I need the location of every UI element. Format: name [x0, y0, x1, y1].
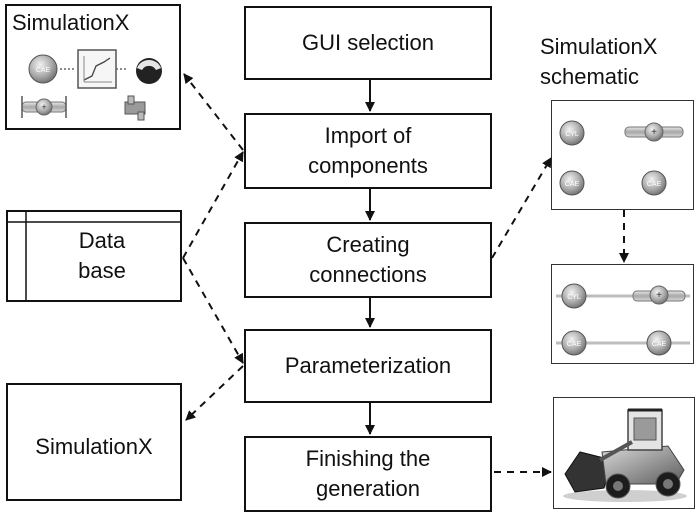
library-icons: CAE +	[21, 49, 162, 121]
cyl-component-icon	[561, 283, 587, 309]
cae-component-icon	[559, 170, 585, 196]
cae-component-icon	[561, 330, 587, 356]
step-label: Import of components	[308, 123, 428, 178]
schematic-heading: SimulationX schematic	[540, 34, 658, 89]
svg-text:+: +	[651, 127, 657, 138]
cae-component-icon	[641, 170, 667, 196]
svg-text:CAE: CAE	[565, 181, 580, 188]
step-finishing-generation: Finishing the generation	[244, 436, 492, 512]
step-label: Parameterization	[284, 353, 452, 378]
step-creating-connections: Creating connections	[244, 222, 492, 298]
cae-component-icon	[646, 330, 672, 356]
step-label: Creating connections	[309, 232, 427, 287]
simulationx-output-label: SimulationX	[35, 434, 153, 459]
cyl-component-icon	[559, 120, 585, 146]
svg-text:CAE: CAE	[36, 67, 51, 74]
database-label: Data base	[78, 228, 126, 283]
cylinder-component-icon	[124, 95, 146, 121]
step-gui-selection: GUI selection	[244, 6, 492, 80]
wheel-loader-icon	[563, 408, 687, 502]
svg-text:CAE: CAE	[567, 341, 582, 348]
step-parameterization: Parameterization	[244, 329, 492, 403]
svg-text:+: +	[41, 102, 46, 112]
database-table-lines	[6, 210, 182, 302]
arrow-database-to-param	[182, 257, 244, 364]
arrow-connect-to-schematic	[491, 157, 552, 259]
svg-text:CAE: CAE	[647, 181, 662, 188]
schematic-connected-components: CYL + CAE CAE	[556, 283, 690, 356]
step-import-components: Import of components	[244, 113, 492, 189]
step-label: GUI selection	[301, 30, 435, 55]
svg-text:CYL: CYL	[565, 131, 579, 138]
svg-text:+: +	[656, 290, 662, 301]
svg-text:CYL: CYL	[567, 294, 581, 301]
panel-title: SimulationX	[12, 10, 130, 35]
svg-text:CAE: CAE	[652, 341, 667, 348]
arrow-import-to-library	[183, 73, 244, 151]
simulationx-output-box: SimulationX	[6, 383, 182, 501]
step-label: Finishing the generation	[305, 446, 431, 501]
cae-component-icon	[28, 54, 58, 84]
dashed-arrows	[182, 73, 629, 477]
arrow-param-to-output	[185, 365, 244, 421]
schematic-components: CYL + CAE CAE	[559, 120, 684, 196]
database-box: Data base	[6, 210, 182, 302]
arrow-database-to-import	[182, 151, 244, 259]
